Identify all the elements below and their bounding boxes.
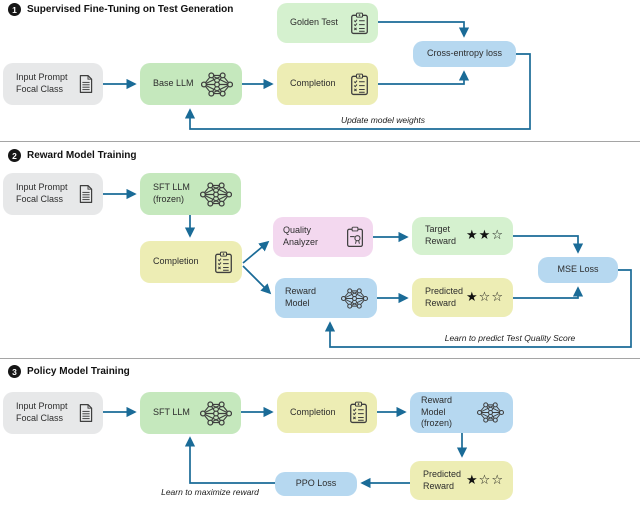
predicted-reward-node-s2: Predicted Reward ★☆☆ [412, 278, 513, 317]
predicted-reward-stars-s3: ★☆☆ [466, 472, 504, 488]
neural-network-icon [477, 402, 504, 423]
section-1-title: Supervised Fine-Tuning on Test Generatio… [27, 4, 234, 15]
document-icon [78, 74, 94, 94]
predicted-reward-line2: Reward [423, 480, 455, 491]
clipboard-icon [350, 73, 369, 96]
target-reward-node: Target Reward ★★☆ [412, 217, 513, 255]
golden-test-label: Golden Test [290, 17, 338, 28]
completion-node-s1: Completion [277, 63, 378, 105]
predicted-reward-stars-s2: ★☆☆ [466, 289, 504, 305]
predicted-reward-node-s3: Predicted Reward ★☆☆ [410, 461, 513, 500]
neural-network-icon [200, 401, 232, 426]
sft-llm-node-s3: SFT LLM [140, 392, 241, 434]
target-reward-stars: ★★☆ [466, 228, 504, 244]
reward-model-node: Reward Model [275, 278, 377, 318]
completion-label-s3: Completion [290, 406, 336, 417]
section-divider-1 [0, 141, 640, 142]
predicted-reward-line1: Predicted [425, 285, 464, 296]
predicted-reward-label-s3: Predicted Reward [423, 469, 461, 493]
completion-label-s2: Completion [153, 256, 199, 267]
completion-label-s1: Completion [290, 78, 336, 89]
document-icon [78, 184, 94, 204]
predicted-reward-line1: Predicted [423, 468, 462, 479]
section-2-header: 2 Reward Model Training [8, 149, 136, 162]
reward-model-frozen-node: Reward Model (frozen) [410, 392, 513, 433]
sft-llm-label-s3: SFT LLM [153, 407, 190, 418]
predicted-reward-line2: Reward [425, 297, 457, 308]
section-3-header: 3 Policy Model Training [8, 365, 130, 378]
target-reward-line1: Target [425, 224, 451, 235]
reward-model-frozen-label: Reward Model (frozen) [421, 395, 477, 431]
mse-loss-node: MSE Loss [538, 257, 618, 283]
mse-loss-label: MSE Loss [557, 264, 599, 275]
quality-analyzer-node: Quality Analyzer [273, 217, 373, 257]
input-prompt-line1: Input Prompt [16, 182, 68, 193]
sft-llm-line2: (frozen) [153, 194, 185, 204]
clipboard-icon [349, 401, 368, 424]
learn-maximize-note: Learn to maximize reward [161, 487, 259, 497]
learn-predict-note: Learn to predict Test Quality Score [444, 333, 576, 343]
section-1-header: 1 Supervised Fine-Tuning on Test Generat… [8, 3, 233, 16]
completion-node-s2: Completion [140, 241, 242, 283]
quality-analyzer-icon [346, 226, 364, 248]
input-prompt-line1: Input Prompt [16, 401, 68, 412]
neural-network-icon [200, 182, 232, 207]
input-prompt-node-s1: Input Prompt Focal Class [3, 63, 103, 105]
document-icon [78, 403, 94, 423]
predicted-reward-label-s2: Predicted Reward [425, 286, 463, 310]
neural-network-icon [341, 288, 368, 309]
clipboard-icon [214, 251, 233, 274]
target-reward-label: Target Reward [425, 224, 456, 248]
input-prompt-label-s1: Input Prompt Focal Class [16, 72, 68, 96]
section-2-number-badge: 2 [8, 149, 21, 162]
reward-model-line1: Reward Model [421, 394, 453, 417]
ppo-loss-label: PPO Loss [295, 478, 337, 489]
input-prompt-line2: Focal Class [16, 413, 64, 423]
ppo-loss-node: PPO Loss [275, 472, 357, 496]
cross-entropy-loss-node: Cross-entropy loss [413, 41, 516, 67]
input-prompt-node-s2: Input Prompt Focal Class [3, 173, 103, 215]
input-prompt-line2: Focal Class [16, 194, 64, 204]
clipboard-icon [350, 12, 369, 35]
input-prompt-label-s2: Input Prompt Focal Class [16, 182, 68, 206]
quality-analyzer-label: Quality Analyzer [283, 225, 319, 247]
base-llm-label: Base LLM [153, 78, 194, 89]
target-reward-line2: Reward [425, 236, 457, 246]
section-3-title: Policy Model Training [27, 366, 130, 377]
reward-model-label: Reward Model [285, 286, 317, 308]
sft-llm-line1: SFT LLM [153, 182, 190, 193]
reward-model-line2: (frozen) [421, 418, 453, 429]
input-prompt-label-s3: Input Prompt Focal Class [16, 401, 68, 425]
update-weights-note: Update model weights [340, 115, 426, 125]
input-prompt-node-s3: Input Prompt Focal Class [3, 392, 103, 434]
sft-llm-frozen-label: SFT LLM (frozen) [153, 182, 190, 206]
neural-network-icon [201, 72, 233, 97]
sft-llm-frozen-node: SFT LLM (frozen) [140, 173, 241, 215]
section-divider-2 [0, 358, 640, 359]
base-llm-node: Base LLM [140, 63, 242, 105]
completion-node-s3: Completion [277, 392, 377, 433]
section-2-title: Reward Model Training [27, 150, 137, 161]
input-prompt-line1: Input Prompt [16, 72, 68, 83]
section-3-number-badge: 3 [8, 365, 21, 378]
section-1-number-badge: 1 [8, 3, 21, 16]
golden-test-node: Golden Test [277, 3, 378, 43]
input-prompt-line2: Focal Class [16, 84, 64, 94]
cross-entropy-loss-label: Cross-entropy loss [426, 48, 503, 59]
